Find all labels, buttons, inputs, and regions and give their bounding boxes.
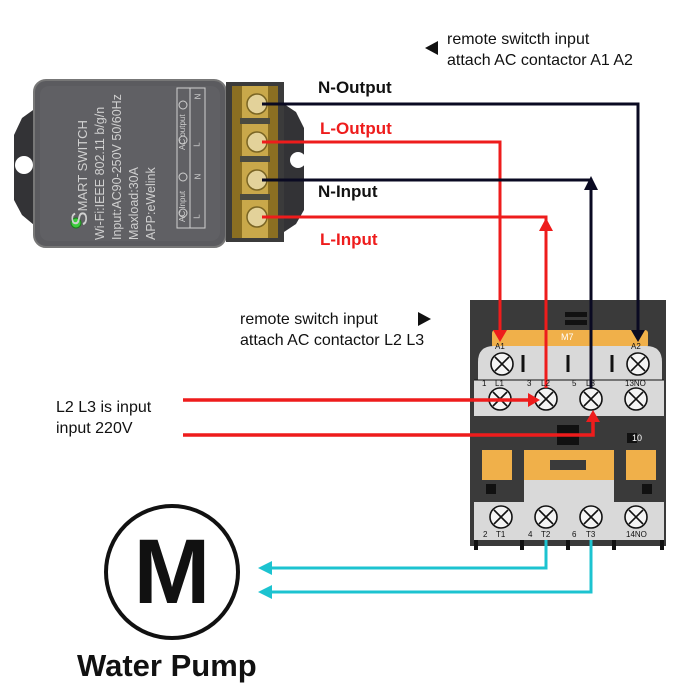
label-l-input: L-Input (320, 230, 378, 249)
motor-symbol-circle (104, 504, 240, 640)
coil-a2-label: A2 (631, 342, 641, 351)
screw-13no (624, 387, 648, 411)
label-n-input: N-Input (318, 182, 378, 201)
terminal-14no-label: 14NO (626, 530, 647, 539)
aux-number: 10 (632, 433, 643, 443)
pole-number: 2 (483, 530, 488, 539)
status-led-icon (70, 217, 82, 229)
contactor-accent-bar (492, 330, 648, 348)
wire-t2-to-motor (272, 540, 548, 570)
screw-l2 (534, 387, 558, 411)
terminal-legend-box (176, 87, 206, 229)
arrow-a2-icon (631, 330, 645, 342)
screw-a1 (490, 352, 514, 376)
motor-symbol-letter: M (133, 521, 211, 623)
note-220v-input: L2 L3 is input input 220V (56, 399, 152, 437)
legend-ac-input: AC Input (178, 190, 187, 222)
pin-n-in: N (193, 173, 203, 180)
note-l2-l3: remote switch input attach AC contactor … (240, 311, 425, 349)
screw-t3 (579, 505, 603, 529)
terminal-t2-label: T2 (541, 530, 551, 539)
pole-number: 3 (527, 379, 532, 388)
pointer-right-icon (418, 312, 431, 326)
screw-t2 (534, 505, 558, 529)
ac-contactor (470, 300, 666, 550)
pin-l-out: L (192, 142, 202, 147)
arrow-motor-2-icon (258, 585, 272, 599)
wire-t3-to-motor (272, 540, 593, 594)
pole-number: 1 (482, 379, 487, 388)
pin-n-out: N (193, 93, 203, 100)
label-n-output: N-Output (318, 78, 392, 97)
label-l-output: L-Output (320, 119, 392, 138)
screw-a2 (626, 352, 650, 376)
arrow-to-l3-icon (586, 410, 600, 422)
brand-name: MART SWITCH (75, 120, 90, 212)
arrow-n-input-icon (584, 176, 598, 190)
arrowheads (258, 41, 645, 599)
spec-line: Wi-Fi:IEEE 802.11 b/g/n (93, 106, 107, 240)
terminal-t3-label: T3 (586, 530, 596, 539)
legend-ac-output: AC output (178, 114, 187, 150)
screw-t1 (489, 505, 513, 529)
arrow-l-input-icon (539, 218, 553, 231)
terminal-l3-label: L3 (586, 379, 595, 388)
pole-number: 5 (572, 379, 577, 388)
wire-l-output (262, 140, 502, 338)
pointer-left-icon (425, 41, 438, 55)
spec-line: APP:eWelink (144, 167, 158, 240)
arrow-to-l2-icon (528, 393, 540, 407)
terminal-l2-label: L2 (541, 379, 550, 388)
screw-14no (624, 505, 648, 529)
screw-l3 (579, 387, 603, 411)
brand-initial: S (67, 211, 92, 226)
spec-line: Maxload:30A (127, 167, 141, 240)
terminal-13no-label: 13NO (625, 379, 646, 388)
terminal-t1-label: T1 (496, 530, 506, 539)
contactor-model: M7 (561, 332, 574, 342)
water-pump-label: Water Pump (77, 648, 257, 683)
pole-number: 6 (572, 530, 577, 539)
pole-number: 4 (528, 530, 533, 539)
terminal-l1-label: L1 (495, 379, 504, 388)
terminal-block (226, 82, 284, 242)
coil-a1-label: A1 (495, 342, 505, 351)
wire-220v-to-l3 (183, 420, 595, 437)
note-a1-a2: remote switcth input attach AC contactor… (447, 31, 633, 69)
wire-n-output (262, 102, 640, 338)
smart-switch-label-group: SMART SWITCH Wi-Fi:IEEE 802.11 b/g/n Inp… (67, 90, 160, 240)
pin-l-in: L (192, 214, 202, 219)
arrow-motor-1-icon (258, 561, 272, 575)
spec-line: Input:AC90-250V 50/60Hz (110, 94, 124, 240)
arrow-a1-icon (493, 330, 507, 342)
wire-l-input (262, 215, 548, 388)
